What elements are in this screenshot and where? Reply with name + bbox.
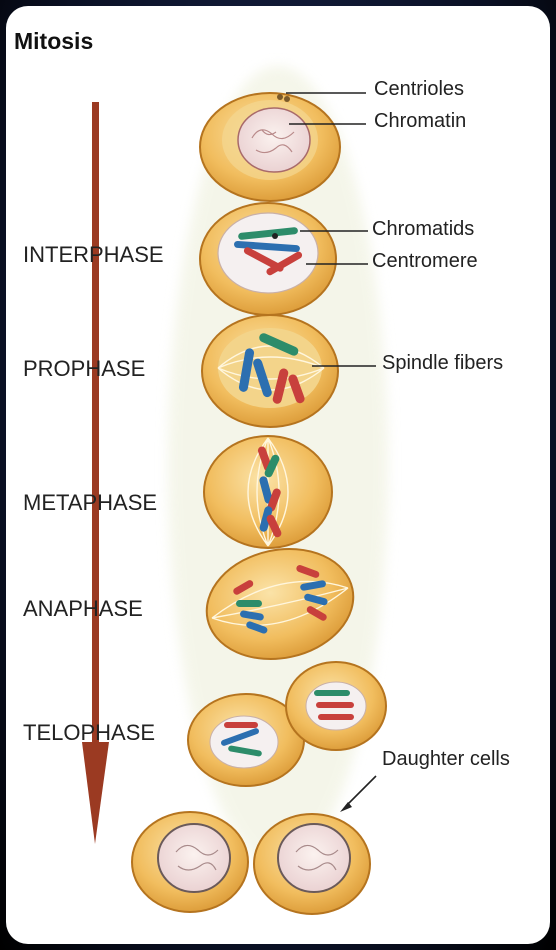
label-chromatin: Chromatin (374, 110, 466, 133)
phase-label-interphase: INTERPHASE (23, 242, 164, 268)
cell-interphase-chromatids (200, 203, 336, 315)
diagram-panel: Mitosis (6, 6, 550, 944)
label-chromatids: Chromatids (372, 218, 474, 241)
label-spindle-fibers: Spindle fibers (382, 352, 503, 375)
label-centrioles: Centrioles (374, 78, 464, 101)
phase-label-prophase: PROPHASE (23, 356, 145, 382)
label-centromere: Centromere (372, 250, 478, 273)
phase-label-metaphase: METAPHASE (23, 490, 157, 516)
phase-label-telophase: TELOPHASE (23, 720, 155, 746)
cell-interphase-chromatin (200, 93, 340, 201)
daughter-cell-left (132, 812, 248, 912)
daughter-cell-right (254, 814, 370, 914)
phase-label-anaphase: ANAPHASE (23, 596, 143, 622)
label-daughter-cells: Daughter cells (382, 748, 510, 771)
cell-prophase (202, 315, 338, 427)
cell-metaphase (204, 436, 332, 548)
mitosis-illustration (6, 6, 550, 944)
